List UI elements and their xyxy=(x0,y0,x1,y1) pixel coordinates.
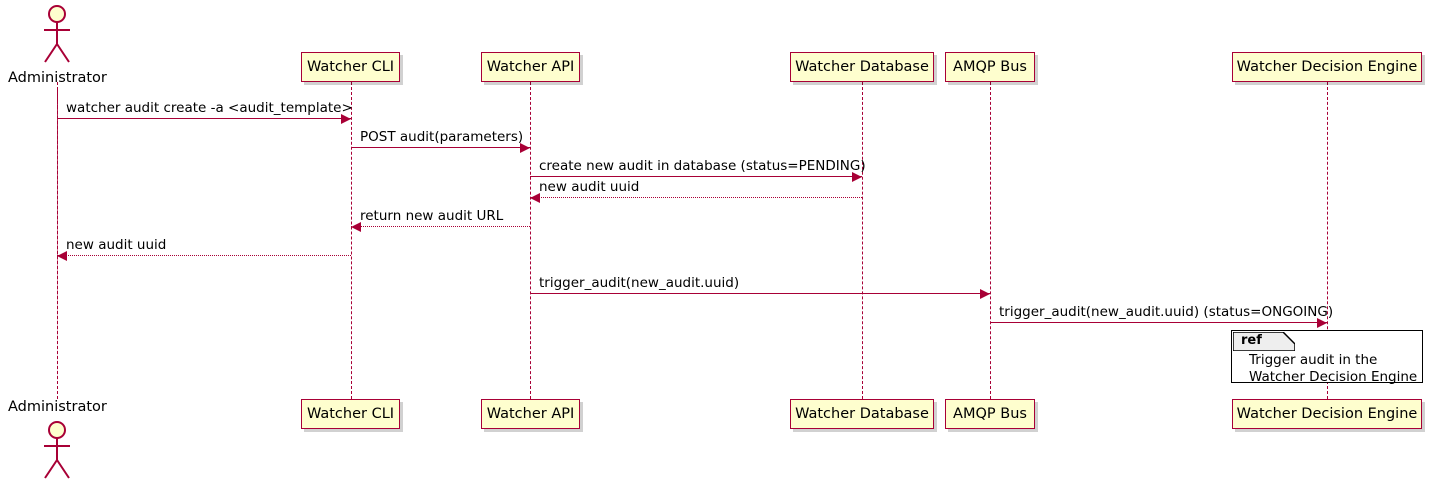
participant-label-watcher-database: Watcher Database xyxy=(795,406,929,422)
message-line-7 xyxy=(990,322,1327,323)
participant-label-watcher-decision-engine: Watcher Decision Engine xyxy=(1236,406,1418,422)
message-line-1 xyxy=(351,147,530,148)
message-arrowhead-0 xyxy=(341,113,351,124)
participant-box-watcher-decision-engine-top[interactable]: Watcher Decision Engine xyxy=(1232,52,1422,82)
participant-label-amqp-bus: AMQP Bus xyxy=(953,406,1027,422)
message-arrowhead-7 xyxy=(1317,317,1327,328)
message-line-5 xyxy=(57,255,351,256)
message-arrowhead-6 xyxy=(980,288,990,299)
participant-label-amqp-bus: AMQP Bus xyxy=(953,59,1027,75)
message-arrowhead-5 xyxy=(57,250,67,261)
participant-label-watcher-database: Watcher Database xyxy=(795,59,929,75)
ref-tag-label: ref xyxy=(1241,333,1262,348)
message-arrowhead-3 xyxy=(530,192,540,203)
participant-box-watcher-database-top[interactable]: Watcher Database xyxy=(790,52,934,82)
message-label-6: trigger_audit(new_audit.uuid) xyxy=(539,275,740,291)
ref-fragment-line-0: Trigger audit in the xyxy=(1249,352,1378,368)
participant-box-watcher-cli-bottom[interactable]: Watcher CLI xyxy=(301,399,400,429)
participant-box-watcher-api-bottom[interactable]: Watcher API xyxy=(481,399,580,429)
participant-box-watcher-api-top[interactable]: Watcher API xyxy=(481,52,580,82)
participant-box-amqp-bus-bottom[interactable]: AMQP Bus xyxy=(945,399,1035,429)
participant-label-watcher-api: Watcher API xyxy=(486,59,575,75)
ref-fragment-line-1: Watcher Decision Engine xyxy=(1249,369,1418,385)
message-label-4: return new audit URL xyxy=(360,208,504,224)
message-arrowhead-2 xyxy=(852,171,862,182)
lifeline-watcher-cli xyxy=(350,82,352,399)
message-line-6 xyxy=(530,293,990,294)
message-arrowhead-1 xyxy=(520,142,530,153)
message-label-1: POST audit(parameters) xyxy=(360,129,524,145)
lifeline-amqp-bus xyxy=(989,82,991,399)
actor-administrator-top-label: Administrator xyxy=(8,70,107,86)
actor-administrator-top-icon xyxy=(39,4,75,66)
message-line-2 xyxy=(530,176,862,177)
participant-box-watcher-cli-top[interactable]: Watcher CLI xyxy=(301,52,400,82)
ref-fragment xyxy=(1231,330,1423,383)
lifeline-administrator-top xyxy=(56,90,58,399)
actor-administrator-bottom-icon xyxy=(39,420,75,482)
participant-label-watcher-cli: Watcher CLI xyxy=(306,59,395,75)
participant-box-watcher-decision-engine-bottom[interactable]: Watcher Decision Engine xyxy=(1232,399,1422,429)
actor-administrator-bottom-label: Administrator xyxy=(8,399,107,415)
message-label-5: new audit uuid xyxy=(66,237,167,253)
participant-label-watcher-api: Watcher API xyxy=(486,406,575,422)
participant-box-watcher-database-bottom[interactable]: Watcher Database xyxy=(790,399,934,429)
message-line-0 xyxy=(57,118,351,119)
message-line-4 xyxy=(351,226,530,227)
lifeline-watcher-database xyxy=(861,82,863,399)
message-label-2: create new audit in database (status=PEN… xyxy=(539,158,866,174)
message-line-3 xyxy=(530,197,862,198)
lifeline-watcher-api xyxy=(529,82,531,399)
participant-label-watcher-cli: Watcher CLI xyxy=(306,406,395,422)
message-arrowhead-4 xyxy=(351,221,361,232)
participant-box-amqp-bus-top[interactable]: AMQP Bus xyxy=(945,52,1035,82)
message-label-3: new audit uuid xyxy=(539,179,640,195)
message-label-7: trigger_audit(new_audit.uuid) (status=ON… xyxy=(999,304,1334,320)
lifeline-watcher-decision-engine xyxy=(1326,82,1328,399)
message-label-0: watcher audit create -a <audit_template> xyxy=(66,100,353,116)
participant-label-watcher-decision-engine: Watcher Decision Engine xyxy=(1236,59,1418,75)
